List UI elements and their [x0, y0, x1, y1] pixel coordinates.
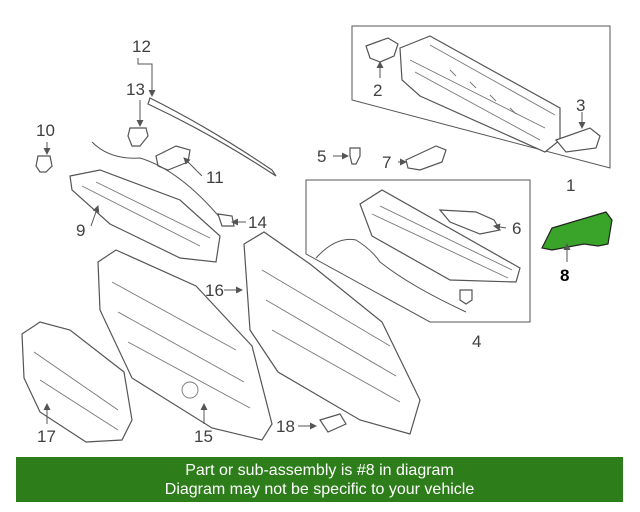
callout-11: 11	[206, 168, 224, 187]
callout-13: 13	[126, 80, 145, 99]
callout-7: 7	[382, 153, 391, 172]
weatherstrip-12	[147, 97, 277, 177]
callout-9: 9	[76, 221, 85, 240]
dash-panel-16	[243, 231, 421, 435]
callout-8: 8	[560, 266, 569, 285]
callout-2: 2	[373, 81, 382, 100]
clip-4b	[459, 289, 473, 305]
callout-5: 5	[317, 147, 326, 166]
part-18	[319, 413, 347, 433]
bracket-7	[405, 145, 447, 171]
bolt-10	[35, 155, 53, 173]
bracket-2	[365, 37, 399, 63]
callout-18: 18	[276, 417, 295, 436]
bracket-3	[554, 127, 601, 153]
banner-line-1: Part or sub-assembly is #8 in diagram	[185, 462, 454, 479]
clip-5	[349, 147, 361, 165]
leader-lines	[43, 58, 586, 430]
callout-17: 17	[37, 427, 56, 446]
insulator-15	[97, 249, 273, 441]
callout-1: 1	[566, 176, 575, 195]
callout-15: 15	[194, 427, 213, 446]
hose-14-end	[217, 213, 235, 227]
hose-14	[91, 141, 231, 223]
assembly-4-box	[305, 179, 531, 323]
callout-6: 6	[512, 219, 521, 238]
callout-3: 3	[576, 96, 585, 115]
callout-16: 16	[205, 281, 224, 300]
assembly-1-box	[351, 25, 611, 169]
cowl-top-panel	[399, 35, 561, 153]
clip-13	[127, 127, 149, 147]
highlighted-part-8	[541, 211, 613, 251]
panel-9	[69, 169, 221, 263]
callout-10: 10	[36, 121, 55, 140]
callout-4: 4	[472, 332, 481, 351]
hose-4	[315, 238, 467, 313]
insulator-17	[21, 321, 133, 443]
parts-diagram: 1 2 3 4 5 6 7 8 9 10 11 12 13 14 15 16 1…	[21, 25, 613, 446]
callout-12: 12	[132, 37, 151, 56]
callout-14: 14	[248, 213, 267, 232]
banner-line-2: Diagram may not be specific to your vehi…	[164, 481, 475, 498]
info-banner: Part or sub-assembly is #8 in diagram Di…	[16, 457, 623, 502]
cowl-panel-4	[359, 189, 521, 283]
